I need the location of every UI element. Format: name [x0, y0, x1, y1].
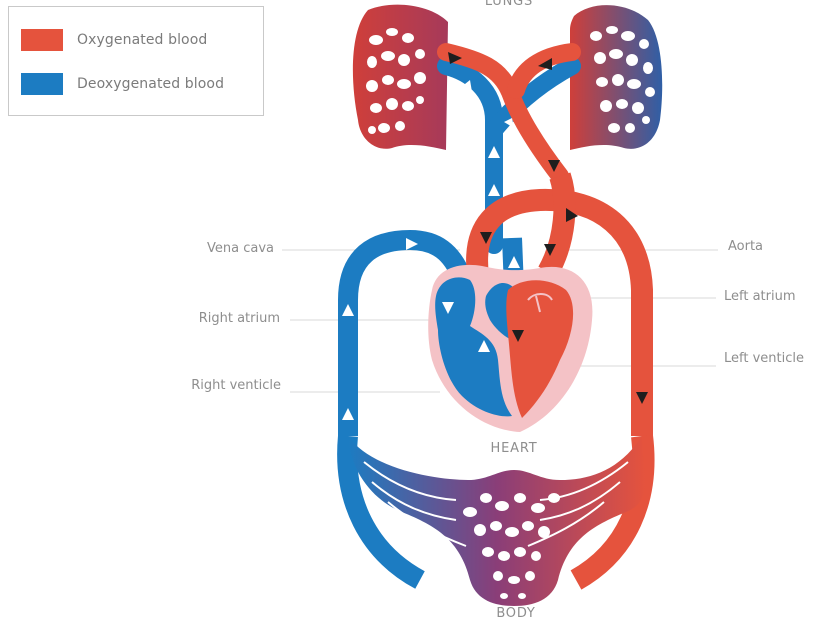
label-right-ventricle: Right venticle: [191, 378, 281, 393]
label-left-ventricle: Left venticle: [724, 351, 804, 366]
label-right-atrium: Right atrium: [199, 311, 280, 326]
region-label-heart: HEART: [491, 441, 538, 456]
left-lung: [353, 5, 448, 150]
region-label-lungs: LUNGS: [485, 0, 533, 9]
right-lung: [570, 5, 662, 150]
label-vena-cava: Vena cava: [207, 241, 274, 256]
label-left-atrium: Left atrium: [724, 289, 796, 304]
heart: [428, 265, 592, 432]
label-aorta: Aorta: [728, 239, 763, 254]
region-label-body: BODY: [496, 606, 535, 621]
body-capillaries: [348, 436, 645, 606]
